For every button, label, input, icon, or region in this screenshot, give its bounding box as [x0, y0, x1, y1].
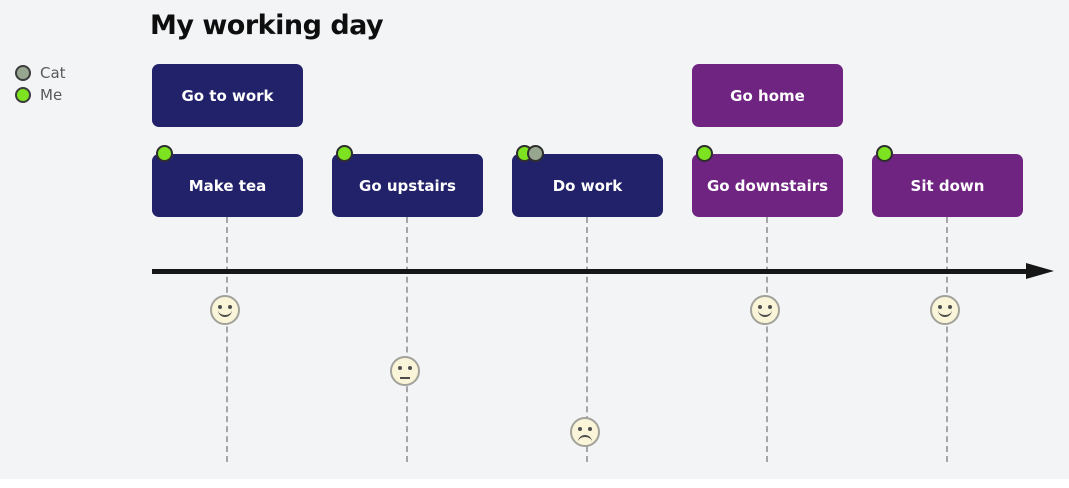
- event-box-make-tea: Make tea: [152, 145, 303, 217]
- timeline-axis: [152, 269, 1030, 274]
- drop-line: [766, 217, 768, 462]
- neutral-mouth: [400, 377, 410, 379]
- cat-dot-icon: [15, 65, 31, 81]
- smile-mouth: [938, 310, 952, 317]
- me-dot-icon: [156, 145, 173, 162]
- eye: [408, 366, 412, 370]
- frown-mouth: [578, 435, 592, 442]
- event-box-go-downstairs: Go downstairs: [692, 145, 843, 217]
- eye: [578, 427, 582, 431]
- eye: [588, 427, 592, 431]
- smile-mouth: [758, 310, 772, 317]
- neutral-face-icon: [390, 356, 420, 386]
- page-title: My working day: [150, 10, 384, 41]
- event-box-go-upstairs: Go upstairs: [332, 145, 483, 217]
- event-label: Make tea: [188, 176, 267, 195]
- drop-line: [226, 217, 228, 462]
- event-label: Go home: [730, 86, 805, 105]
- me-dot-icon: [876, 145, 893, 162]
- sad-face-icon: [570, 417, 600, 447]
- eye: [758, 305, 762, 309]
- drop-line: [586, 217, 588, 462]
- eye: [938, 305, 942, 309]
- me-dot-icon: [336, 145, 353, 162]
- event-label: Go downstairs: [706, 176, 829, 195]
- arrowhead-icon: [1026, 263, 1054, 279]
- drop-line: [406, 217, 408, 462]
- cat-dot-icon: [527, 145, 544, 162]
- drop-line: [946, 217, 948, 462]
- legend: Cat Me: [15, 64, 66, 104]
- event-box-go-to-work: Go to work: [152, 64, 303, 127]
- event-box-do-work: Do work: [512, 145, 663, 217]
- bottom-margin: [0, 479, 1069, 488]
- eye: [228, 305, 232, 309]
- smile-mouth: [218, 310, 232, 317]
- event-label: Go to work: [181, 86, 274, 105]
- happy-face-icon: [750, 295, 780, 325]
- legend-label: Me: [40, 86, 63, 104]
- eye: [768, 305, 772, 309]
- eye: [398, 366, 402, 370]
- event-label: Do work: [552, 176, 623, 195]
- happy-face-icon: [210, 295, 240, 325]
- legend-item-me: Me: [15, 86, 66, 104]
- me-dot-icon: [15, 87, 31, 103]
- legend-label: Cat: [40, 64, 66, 82]
- me-dot-icon: [696, 145, 713, 162]
- event-label: Sit down: [910, 176, 985, 195]
- happy-face-icon: [930, 295, 960, 325]
- event-box-sit-down: Sit down: [872, 145, 1023, 217]
- eye: [948, 305, 952, 309]
- eye: [218, 305, 222, 309]
- legend-item-cat: Cat: [15, 64, 66, 82]
- event-box-go-home: Go home: [692, 64, 843, 127]
- event-label: Go upstairs: [359, 176, 456, 195]
